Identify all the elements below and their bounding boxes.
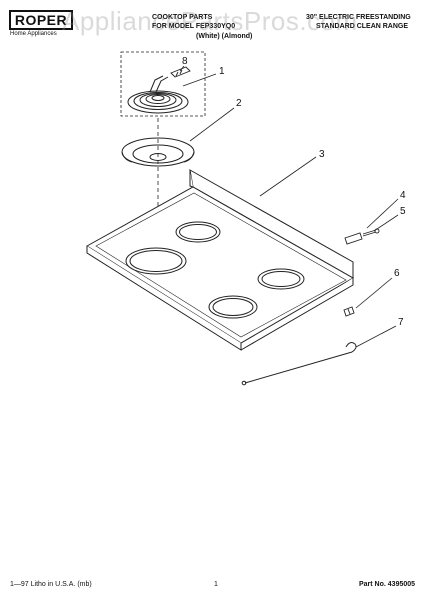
title-left-line-1: COOKTOP PARTS xyxy=(152,14,213,21)
logo-subtitle: Home Appliances xyxy=(10,31,57,37)
callout-8: 8 xyxy=(182,56,188,67)
callout-7: 7 xyxy=(398,317,404,328)
element-group-box xyxy=(120,51,206,117)
footer-part-number: Part No. 4395005 xyxy=(359,581,416,588)
cooktop xyxy=(86,169,355,351)
title-right-line-2: STANDARD CLEAN RANGE xyxy=(316,23,409,30)
callout-2: 2 xyxy=(236,98,242,109)
hinge-and-screw xyxy=(344,228,380,245)
wire-rod xyxy=(241,342,357,386)
footer-page-number: 1 xyxy=(214,581,218,588)
callout-5: 5 xyxy=(400,206,406,217)
callout-3: 3 xyxy=(319,149,325,160)
surface-element xyxy=(127,75,189,114)
footer-litho: 1—97 Litho in U.S.A. (mb) xyxy=(10,581,92,588)
title-right-line-1: 30" ELECTRIC FREESTANDING xyxy=(306,14,411,21)
terminal-block xyxy=(170,66,191,78)
callout-4: 4 xyxy=(400,190,406,201)
roper-logo: ROPER xyxy=(9,10,73,30)
watermark: AppliancePartsPros.com xyxy=(62,6,358,36)
title-left-line-2: FOR MODEL FEP330YQ0 xyxy=(152,23,236,30)
leader-lines xyxy=(179,65,399,348)
burner-openings xyxy=(125,221,305,319)
title-left-line-3: (White) (Almond) xyxy=(196,33,253,40)
callout-1: 1 xyxy=(219,66,225,77)
bracket xyxy=(343,306,355,317)
callout-6: 6 xyxy=(394,268,400,279)
